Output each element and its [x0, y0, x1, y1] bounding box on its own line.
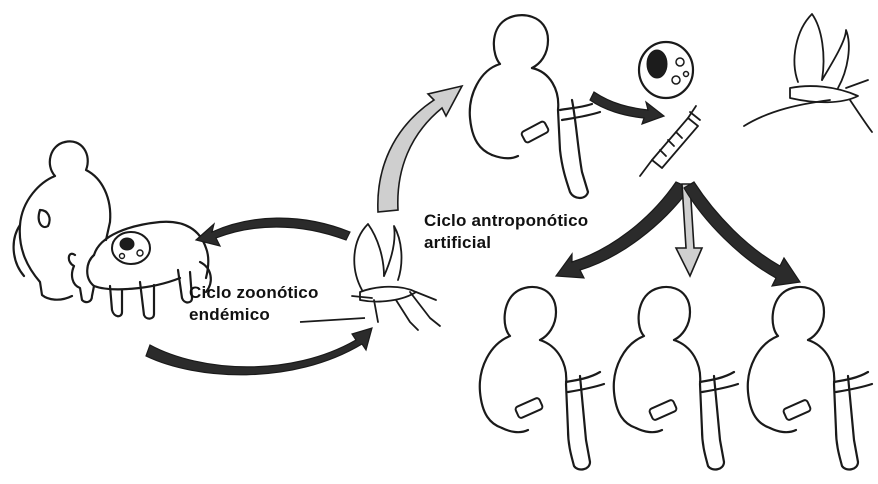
zoonotic-arrow-to-sandfly [146, 328, 372, 375]
seated-human-figure [14, 141, 111, 299]
lower-human-figure-3 [748, 287, 872, 470]
zoonotic-label-line2: endémico [189, 304, 319, 326]
upper-human-figure [470, 15, 600, 198]
parasite-cell-dog [112, 232, 150, 264]
anthroponotic-label-line2: artificial [424, 232, 588, 254]
bracelet-1 [515, 397, 544, 419]
sandfly-top-right-figure [744, 14, 872, 132]
upper-human-bracelet [521, 121, 550, 144]
bracelet-2 [649, 399, 678, 421]
branch-arrow-right [684, 182, 800, 286]
zoonotic-cycle-label: Ciclo zoonótico endémico [189, 282, 319, 326]
anthroponotic-label-line1: Ciclo antroponótico [424, 210, 588, 232]
zoonotic-label-line1: Ciclo zoonótico [189, 282, 319, 304]
zoonotic-arrow-to-dog [196, 218, 350, 246]
anthroponotic-cycle-label: Ciclo antroponótico artificial [424, 210, 588, 254]
arrow-to-syringe [590, 92, 664, 124]
bracelet-3 [783, 399, 812, 421]
arrow-to-upper-human [378, 86, 462, 212]
lower-human-figure-2 [614, 287, 738, 470]
parasite-cell-top [639, 42, 693, 98]
lower-human-figure-1 [480, 287, 604, 470]
